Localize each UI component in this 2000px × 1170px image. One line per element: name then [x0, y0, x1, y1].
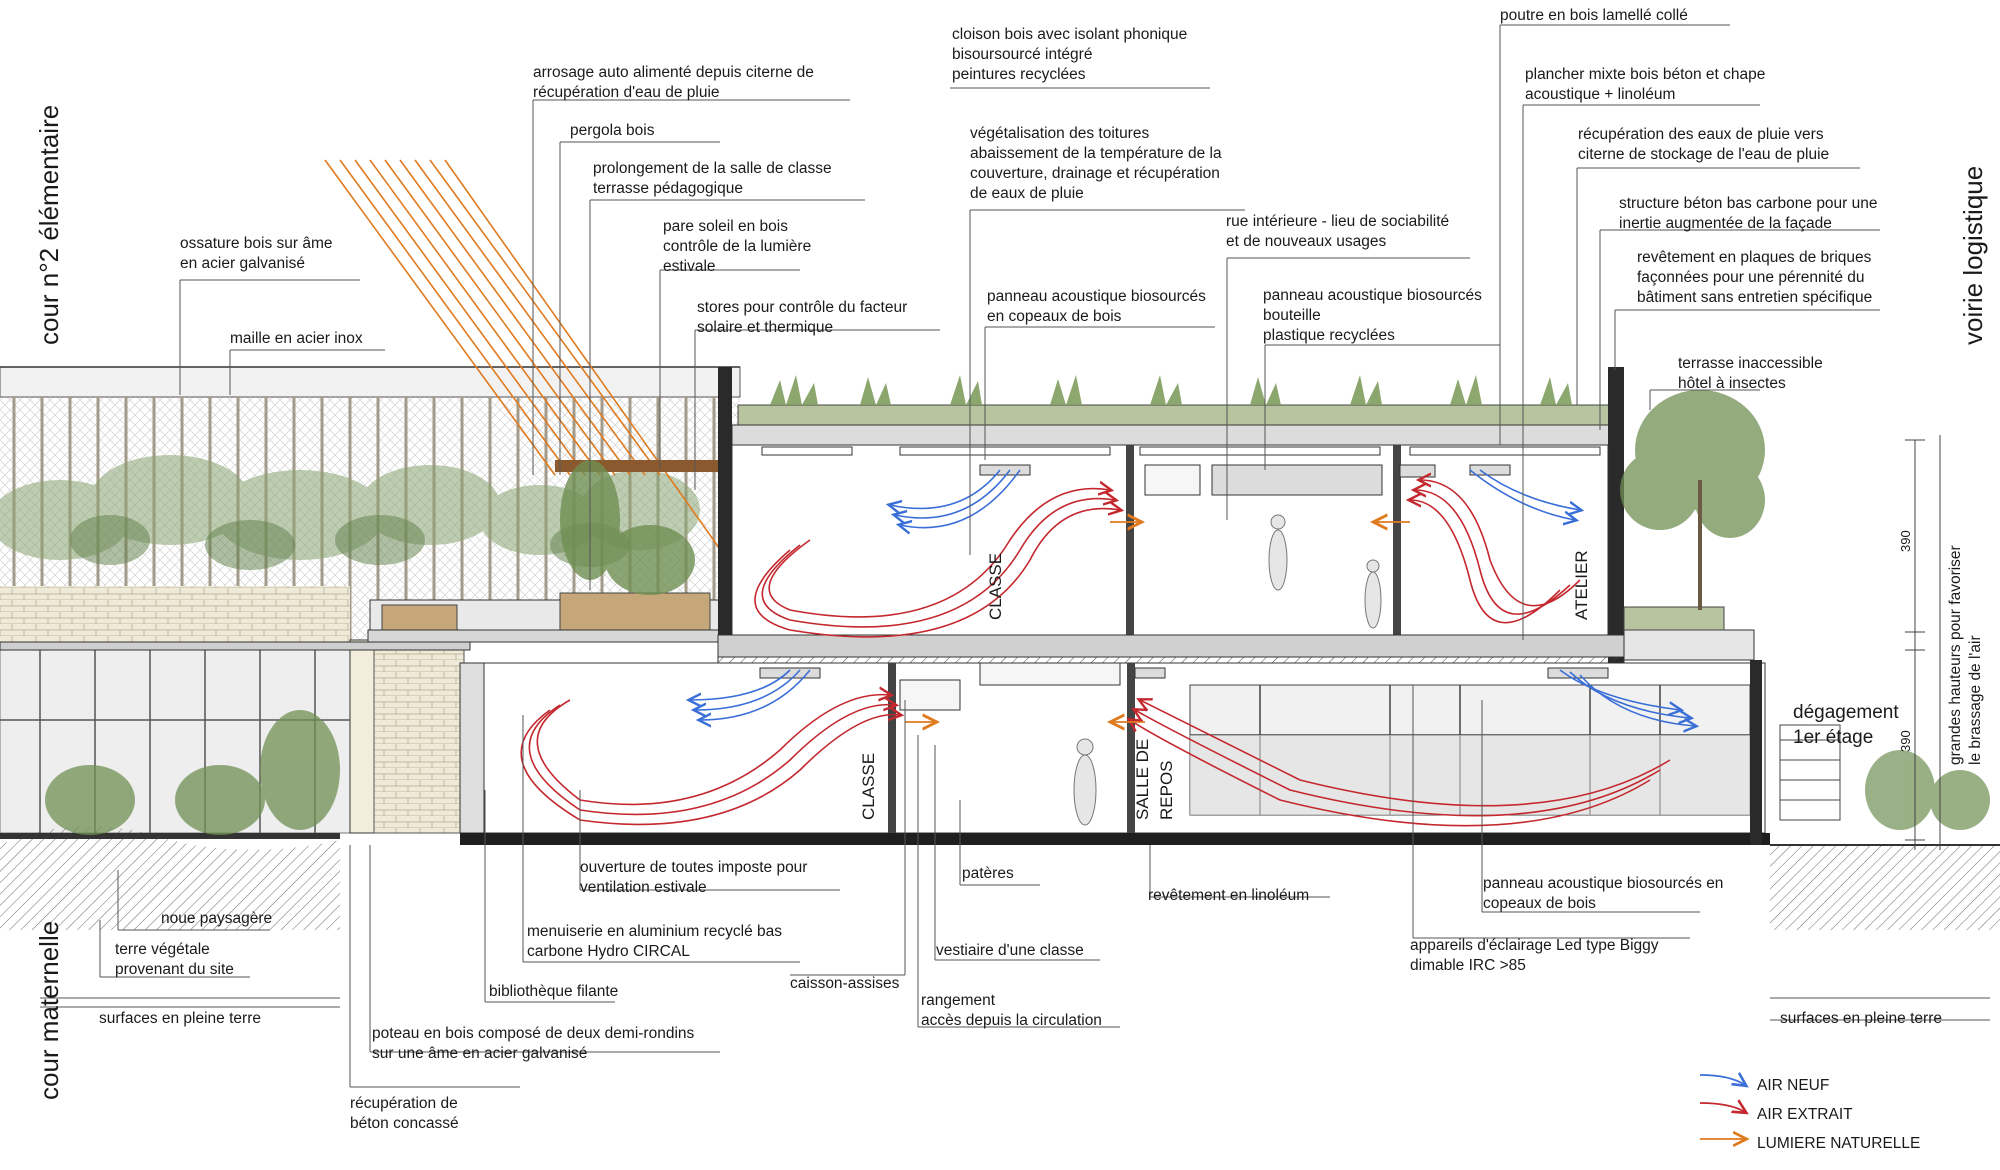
annotation-recuperation-eaux-line-1: récupération des eaux de pluie vers [1578, 126, 1824, 143]
annotation-cloison-line-2: bisoursourcé intégré [952, 46, 1092, 63]
annotation-rue-interieure-line-2: et de nouveaux usages [1226, 233, 1387, 250]
side-title-cour-maternelle: cour maternelle [34, 921, 64, 1100]
annotation-panneau-bouteille-line-1: panneau acoustique biosourcés [1263, 287, 1482, 304]
annotation-pare-soleil-line-1: pare soleil en bois [663, 218, 788, 235]
annotation-rangement-line-2: accès depuis la circulation [921, 1012, 1102, 1029]
room-salle-de-repos-line-2: REPOS [1157, 760, 1176, 820]
annotation-poteau-line-1: poteau en bois composé de deux demi-rond… [372, 1025, 695, 1042]
room-classe-upper: CLASSE [986, 553, 1005, 620]
annotation-panneau-copeaux-line-1: panneau acoustique biosourcés [987, 288, 1206, 305]
annotation-structure-beton-line-2: inertie augmentée de la façade [1619, 215, 1832, 232]
annotation-cloison-line-1: cloison bois avec isolant phonique [952, 26, 1187, 43]
ground [0, 710, 2000, 930]
annotation-menuiserie-line-1: menuiserie en aluminium recyclé bas [527, 923, 782, 940]
legend-label-2: AIR EXTRAIT [1757, 1106, 1853, 1123]
legend-label-3: LUMIERE NATURELLE [1757, 1135, 1920, 1152]
annotation-ouverture-line-2: ventilation estivale [580, 879, 707, 896]
leader-lines [40, 24, 1990, 1088]
annotation-ossature-line-2: en acier galvanisé [180, 255, 305, 272]
annotation-stores-line-2: solaire et thermique [697, 319, 833, 336]
side-label-brassage-line-2: le brassage de l'air [1967, 635, 1984, 765]
legend-swatches [1699, 1075, 1745, 1139]
annotation-panneau-bouteille-line-2: bouteille [1263, 307, 1321, 324]
annotation-pateres: patères [962, 865, 1014, 882]
annotation-pare-soleil-line-2: contrôle de la lumière [663, 238, 811, 255]
annotation-panneau-bas-line-2: copeaux de bois [1483, 895, 1596, 912]
annotation-structure-beton-line-1: structure béton bas carbone pour une [1619, 195, 1878, 212]
dimension-lower-height: 390 [1898, 730, 1913, 752]
annotation-terrasse-line-1: terrasse inaccessible [1678, 355, 1823, 372]
annotation-rangement-line-1: rangement [921, 992, 996, 1009]
dimension-upper-height: 390 [1898, 530, 1913, 552]
annotation-recuperation-eaux-line-2: citerne de stockage de l'eau de pluie [1578, 146, 1829, 163]
room-salle-de-repos-line-1: SALLE DE [1133, 739, 1152, 820]
air-flow-extract [520, 480, 1671, 827]
annotation-noue: noue paysagère [161, 910, 272, 927]
annotation-vegetalisation-line-2: abaissement de la température de la [970, 145, 1222, 162]
annotation-bibliotheque: bibliothèque filante [489, 983, 618, 1000]
annotation-menuiserie-line-2: carbone Hydro CIRCAL [527, 943, 690, 960]
annotation-pergola: pergola bois [570, 122, 655, 139]
annotation-terre-line-1: terre végétale [115, 941, 210, 958]
natural-light-arrows [905, 522, 1410, 722]
annotation-revetement-lino: revêtement en linoléum [1148, 887, 1309, 904]
annotation-terrasse-line-2: hôtel à insectes [1678, 375, 1786, 392]
annotation-arrosage-line-1: arrosage auto alimenté depuis citerne de [533, 64, 814, 81]
annotation-pare-soleil-line-3: estivale [663, 258, 716, 275]
annotation-stores-line-1: stores pour contrôle du facteur [697, 299, 907, 316]
annotation-vegetalisation-line-1: végétalisation des toitures [970, 125, 1149, 142]
annotation-vegetalisation-line-3: couverture, drainage et récupération [970, 165, 1220, 182]
annotation-panneau-bouteille-line-3: plastique recyclées [1263, 327, 1395, 344]
lower-right-glazing [1189, 684, 1751, 816]
annotation-maille: maille en acier inox [230, 330, 363, 347]
side-title-voirie-logistique: voirie logistique [1958, 166, 1988, 345]
label-degagement: dégagement [1793, 702, 1899, 723]
annotation-eclairage-line-2: dimable IRC >85 [1410, 957, 1526, 974]
annotation-plancher-line-1: plancher mixte bois béton et chape [1525, 66, 1765, 83]
annotation-surfaces-left: surfaces en pleine terre [99, 1010, 261, 1027]
annotation-eclairage-line-1: appareils d'éclairage Led type Biggy [1410, 937, 1659, 954]
annotation-vestiaire: vestiaire d'une classe [936, 942, 1084, 959]
main-building [459, 367, 1770, 845]
label-1er-etage: 1er étage [1793, 727, 1873, 748]
annotation-surfaces-right: surfaces en pleine terre [1780, 1010, 1942, 1027]
annotation-poutre: poutre en bois lamellé collé [1500, 7, 1688, 24]
annotation-ouverture-line-1: ouverture de toutes imposte pour [580, 859, 807, 876]
pedagogic-terrace [367, 460, 729, 643]
annotation-prolongement-line-1: prolongement de la salle de classe [593, 160, 832, 177]
annotation-panneau-copeaux-line-2: en copeaux de bois [987, 308, 1122, 325]
annotation-caisson: caisson-assises [790, 975, 900, 992]
annotation-recuperation-beton-line-1: récupération de [350, 1095, 458, 1112]
annotation-revetement-briques-line-2: façonnées pour une pérennité du [1637, 269, 1865, 286]
annotation-terre-line-2: provenant du site [115, 961, 234, 978]
annotation-revetement-briques-line-3: bâtiment sans entretien spécifique [1637, 289, 1872, 306]
annotation-poteau-line-2: sur une âme en acier galvanisé [372, 1045, 587, 1062]
room-atelier: ATELIER [1572, 550, 1591, 620]
right-side [1620, 390, 1990, 845]
air-flow-fresh [690, 469, 1695, 726]
annotation-vegetalisation-line-4: de eaux de pluie [970, 185, 1084, 202]
annotation-prolongement-line-2: terrasse pédagogique [593, 180, 743, 197]
sun-rays [324, 159, 770, 620]
height-dimensions [1905, 435, 1941, 850]
side-label-brassage-line-1: grandes hauteurs pour favoriser [1947, 545, 1964, 765]
legend-label-1: AIR NEUF [1757, 1077, 1829, 1094]
annotation-recuperation-beton-line-2: béton concassé [350, 1115, 459, 1132]
annotation-cloison-line-3: peintures recyclées [952, 66, 1086, 83]
annotation-ossature-line-1: ossature bois sur âme [180, 235, 333, 252]
side-title-cour-elementaire: cour n°2 élémentaire [34, 105, 64, 345]
annotation-panneau-bas-line-1: panneau acoustique biosourcés en [1483, 875, 1723, 892]
annotation-rue-interieure-line-1: rue intérieure - lieu de sociabilité [1226, 213, 1449, 230]
annotation-revetement-briques-line-1: revêtement en plaques de briques [1637, 249, 1872, 266]
annotation-plancher-line-2: acoustique + linoléum [1525, 86, 1675, 103]
room-classe-lower: CLASSE [859, 753, 878, 820]
annotation-arrosage-line-2: récupération d'eau de pluie [533, 84, 720, 101]
